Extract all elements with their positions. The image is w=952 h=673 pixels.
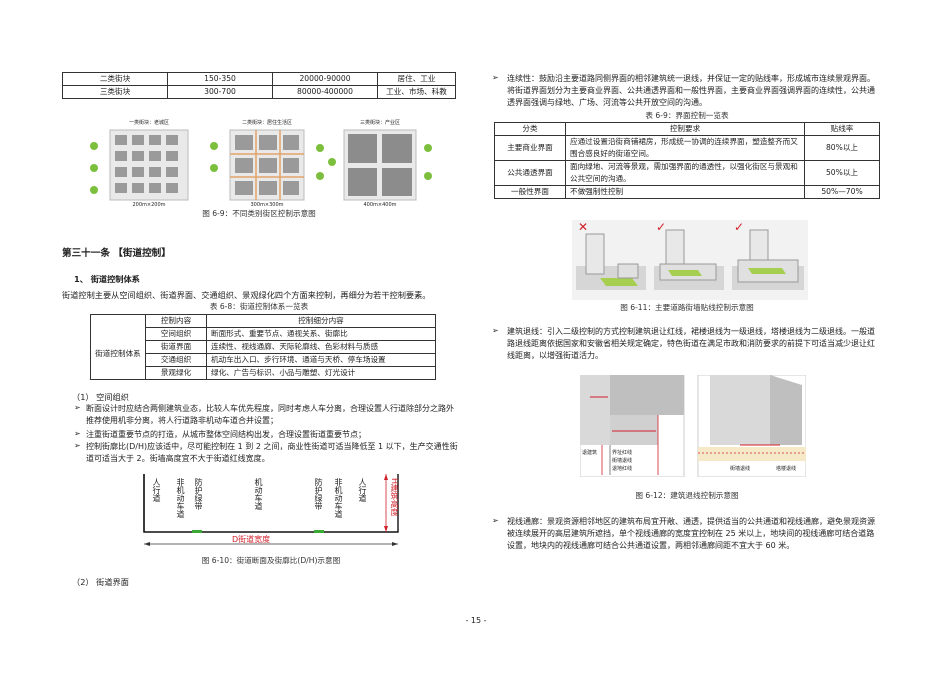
bullet-arrow-icon: ➢	[492, 73, 499, 82]
table-row: 控制内容 控制细分内容	[90, 314, 436, 328]
table-row: 一般性界面 不做强制性控制 50%—70%	[494, 185, 880, 199]
panel-title: 二类街块：居住生活区	[241, 120, 292, 126]
setback-label: 界址红线	[612, 450, 633, 456]
setback-diagram: 退建筑 界址红线 街墙退线 退地红线 街墙退线 塔楼退线	[579, 374, 807, 478]
block-type-figure: 一类街块：老城区 二类街块：居住生活区 三类街块：产业区 200m×200m 3…	[82, 118, 442, 210]
table-row: 公共通透界面 面向绿地、河流等景观，需加强界面的通透性，以强化街区与景观和公共空…	[494, 160, 880, 186]
table-row: 主要商业界面 应通过设置沿街商铺裙房，形成统一协调的连续界面，塑造整齐而又围合感…	[494, 135, 880, 161]
page-number: - 15 -	[465, 616, 487, 625]
lane-label: 防护绿带	[194, 478, 203, 510]
cross-icon: ✕	[578, 220, 589, 234]
bullet-arrow-icon: ➢	[492, 326, 499, 335]
bullet-arrow-icon: ➢	[492, 516, 499, 525]
bullet-paragraph: 断面设计时应结合两侧建筑业态，比较人车优先程度，同时考虑人车分离，合理设置人行道…	[86, 404, 454, 425]
lane-label: 防护绿带	[314, 478, 323, 510]
subsection-heading: （1） 空间组织	[72, 392, 129, 402]
setback-label: 退建筑	[582, 450, 598, 456]
figure-caption: 图 6-9：不同类别街区控制示意图	[202, 209, 316, 218]
section-heading: 1、 街道控制体系	[74, 274, 140, 284]
bullet-arrow-icon: ➢	[74, 429, 81, 438]
table-caption: 表 6-8：街道控制体系一览表	[209, 302, 309, 311]
bullet-paragraph: 控制街廓比(D/H)应该适中，尽可能控制在 1 到 2 之间，商业性街道可适当降…	[86, 442, 458, 463]
bullet-arrow-icon: ➢	[74, 403, 81, 412]
height-label: H建筑高度	[390, 478, 399, 517]
table-row: 二类街块 150-350 20000-90000 居住、工业	[62, 72, 456, 86]
bullet-paragraph: 视线通廊：景观资源相邻地区的建筑布局宜开敞、通透，提供适当的公共通道和视线通廊，…	[507, 517, 875, 550]
table-row: 三类街块 300-700 80000-400000 工业、市场、科教	[62, 85, 456, 99]
panel-title: 一类街块：老城区	[128, 120, 169, 126]
setback-label: 街墙退线	[730, 466, 751, 472]
subsection-heading: （2） 街道界面	[72, 577, 129, 587]
setback-label: 街墙退线	[612, 458, 633, 464]
setback-label: 退地红线	[612, 466, 633, 472]
panel-dimension: 300m×300m	[250, 202, 284, 208]
street-wall-diagram: ✕ ✓ ✓	[572, 220, 808, 300]
intro-paragraph: 街道控制主要从空间组织、街道界面、交通组织、景观绿化四个方面来控制，再细分为若干…	[62, 290, 431, 300]
figure-caption: 图 6-12：建筑退线控制示意图	[635, 491, 739, 500]
bullet-paragraph: 建筑退线：引入二级控制的方式控制建筑退让红线，裙楼退线为一级退线，塔楼退线为二级…	[507, 327, 875, 360]
street-section-diagram: 人行道 非机动车道 防护绿带 机动车道 防护绿带 非机动车道 人行道 H建筑高度…	[132, 472, 410, 552]
article-heading: 第三十一条 【街道控制】	[62, 248, 171, 259]
panel-dimension: 200m×200m	[132, 202, 166, 208]
street-section-lines	[143, 474, 399, 546]
table-row: 分类 控制要求 贴线率	[494, 122, 880, 136]
figure-caption: 图 6-10：街道断面及街廓比(D/H)示意图	[201, 556, 341, 565]
lane-label: 人行道	[358, 478, 367, 502]
lane-label: 人行道	[152, 478, 161, 502]
bullet-paragraph: 连续性：鼓励沿主要道路同侧界面的相邻建筑统一退线，并保证一定的贴线率，形成城市连…	[507, 74, 875, 107]
bullet-arrow-icon: ➢	[74, 441, 81, 450]
street-wall-illustration	[572, 220, 808, 300]
bullet-paragraph: 注重街道重要节点的打造，从城市整体空间结构出发，合理设置街道重要节点；	[86, 430, 366, 439]
block-type-diagram	[90, 129, 432, 201]
width-label: D街道宽度	[232, 535, 271, 544]
check-icon: ✓	[734, 220, 745, 234]
setback-label: 塔楼退线	[776, 466, 797, 472]
table-row: 景观绿化 绿化、广告与标识、小品与雕塑、灯光设计	[91, 366, 436, 380]
check-icon: ✓	[656, 220, 667, 234]
table-row: 街道控制体系 空间组织 断面形式、重要节点、通视关系、街廓比	[90, 327, 436, 380]
lane-label: 机动车道	[254, 478, 263, 510]
street-control-table: 控制内容 控制细分内容 街道控制体系 空间组织 断面形式、重要节点、通视关系、街…	[90, 314, 436, 380]
setback-illustration	[579, 374, 807, 478]
table-caption: 表 6-9：界面控制一览表	[645, 111, 729, 120]
lane-label: 非机动车道	[176, 478, 185, 518]
interface-control-table: 分类 控制要求 贴线率 主要商业界面 应通过设置沿街商铺裙房，形成统一协调的连续…	[494, 122, 880, 199]
panel-dimension: 400m×400m	[363, 202, 397, 208]
panel-title: 三类街块：产业区	[359, 120, 400, 126]
block-type-table: 二类街块 150-350 20000-90000 居住、工业 三类街块 300-…	[62, 72, 456, 99]
lane-label: 非机动车道	[334, 478, 343, 518]
figure-caption: 图 6-11：主要道路街墙贴线控制示意图	[620, 303, 754, 312]
